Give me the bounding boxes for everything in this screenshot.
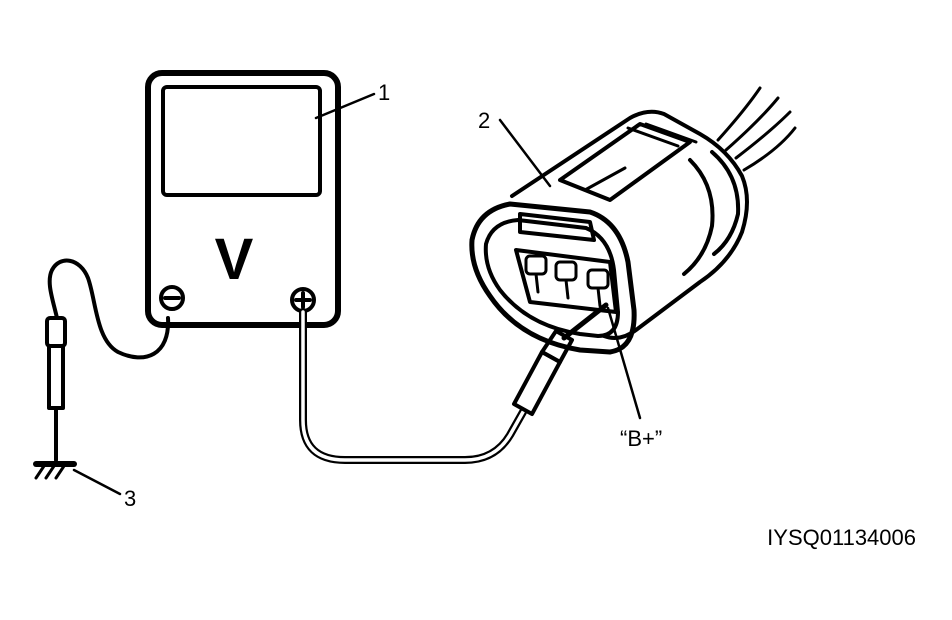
callout-leader-3 xyxy=(72,468,122,496)
connector xyxy=(469,86,797,355)
callout-leader-1 xyxy=(314,92,376,120)
figure-code: IYSQ01134006 xyxy=(767,525,916,550)
connector-body xyxy=(510,109,749,340)
voltmeter-display xyxy=(161,85,322,197)
connector-wires xyxy=(716,86,797,172)
negative-terminal xyxy=(159,285,185,311)
voltmeter-unit-label: V xyxy=(215,227,254,292)
terminal-cavities xyxy=(514,248,618,314)
positive-probe xyxy=(512,302,609,416)
voltmeter-body xyxy=(145,70,341,328)
ground-probe xyxy=(45,316,67,462)
callout-label-3: 3 xyxy=(124,486,136,511)
callout-leader-2 xyxy=(498,118,552,188)
positive-terminal xyxy=(290,287,316,313)
callout-label-1: 1 xyxy=(378,80,390,105)
voltmeter: V xyxy=(145,70,341,328)
positive-lead xyxy=(299,308,527,464)
ground-symbol xyxy=(33,461,77,480)
connector-face xyxy=(469,201,637,355)
terminal-label-bplus: “B+” xyxy=(620,426,662,451)
callout-leader-bplus xyxy=(606,306,642,420)
callout-leaders xyxy=(72,92,642,496)
negative-lead xyxy=(47,258,171,360)
callout-label-2: 2 xyxy=(478,108,490,133)
